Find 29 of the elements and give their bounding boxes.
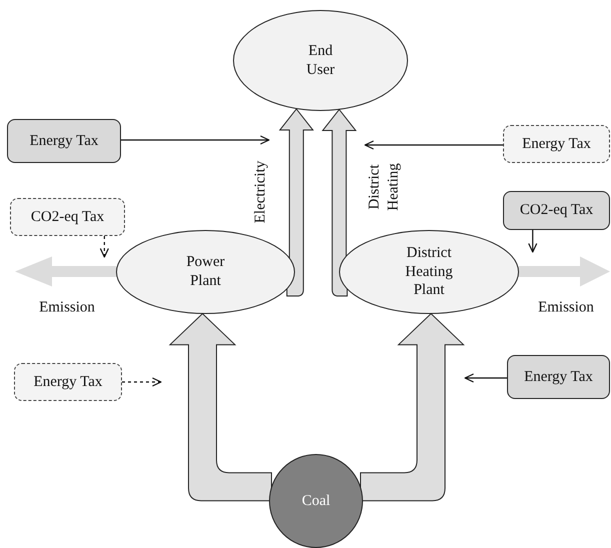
node-label: Energy Tax (524, 368, 593, 386)
node-label: End User (305, 42, 336, 80)
tax-box (14, 363, 122, 401)
block-arrow (170, 313, 272, 502)
arrow (464, 373, 507, 383)
node-label: Coal (302, 492, 330, 510)
block-arrow (279, 108, 314, 296)
node-label: Energy Tax (34, 372, 102, 392)
tax-box (7, 119, 121, 163)
arrow (122, 377, 162, 387)
tax-box (10, 198, 125, 236)
emission-arrow (518, 256, 610, 286)
node-label: District Heating Plant (404, 244, 454, 300)
arrow (100, 236, 109, 258)
tax-box (503, 191, 610, 230)
node-label: CO2-eq Tax (520, 201, 594, 220)
tax-box (503, 125, 610, 163)
edge-label: Electricity (252, 160, 270, 224)
node-label: Energy Tax (522, 134, 591, 154)
arrow (121, 135, 270, 145)
block-arrow (322, 109, 356, 296)
arrow (364, 140, 503, 150)
arrow (528, 230, 538, 253)
node-label: Energy Tax (30, 132, 98, 150)
emission-arrow (15, 256, 116, 286)
node-label: Power Plant (185, 253, 226, 291)
tax-box (507, 355, 610, 399)
node-label: CO2-eq Tax (30, 208, 104, 226)
block-arrow (360, 313, 464, 502)
